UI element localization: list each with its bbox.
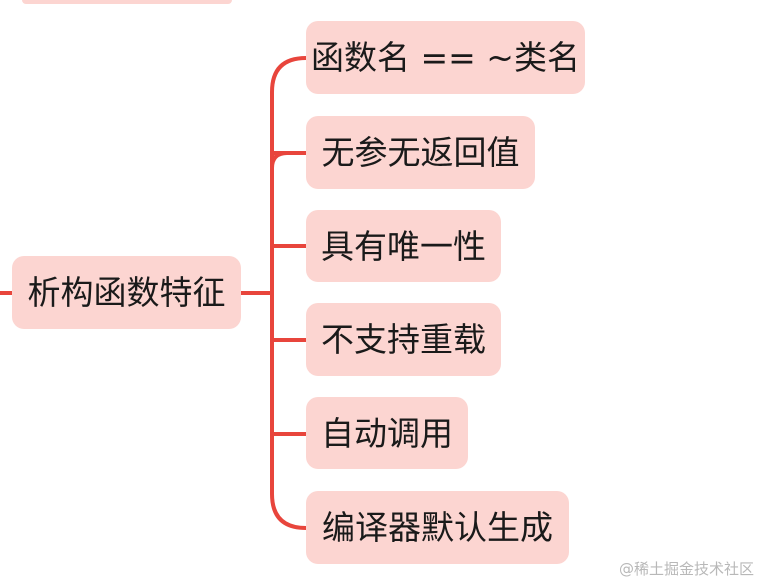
child-node-label: 无参无返回值 <box>321 133 520 172</box>
connector-trunk <box>270 56 308 530</box>
child-node-4[interactable]: 不支持重载 <box>306 303 501 376</box>
partial-node-top <box>22 0 232 4</box>
connector-branch-2 <box>270 151 308 170</box>
root-node-label: 析构函数特征 <box>27 273 226 312</box>
child-node-label: 具有唯一性 <box>321 226 486 266</box>
root-node[interactable]: 析构函数特征 <box>12 256 241 329</box>
child-node-5[interactable]: 自动调用 <box>306 397 468 469</box>
child-node-3[interactable]: 具有唯一性 <box>306 210 501 282</box>
child-node-label: 不支持重载 <box>321 320 486 359</box>
watermark: @稀土掘金技术社区 <box>618 560 754 578</box>
child-node-2[interactable]: 无参无返回值 <box>306 116 535 189</box>
child-node-label: 自动调用 <box>321 413 453 453</box>
child-node-1[interactable]: 函数名 == ~类名 <box>306 21 585 94</box>
child-node-label: 函数名 == ~类名 <box>311 38 580 77</box>
child-node-6[interactable]: 编译器默认生成 <box>306 491 569 564</box>
child-node-label: 编译器默认生成 <box>322 508 553 547</box>
